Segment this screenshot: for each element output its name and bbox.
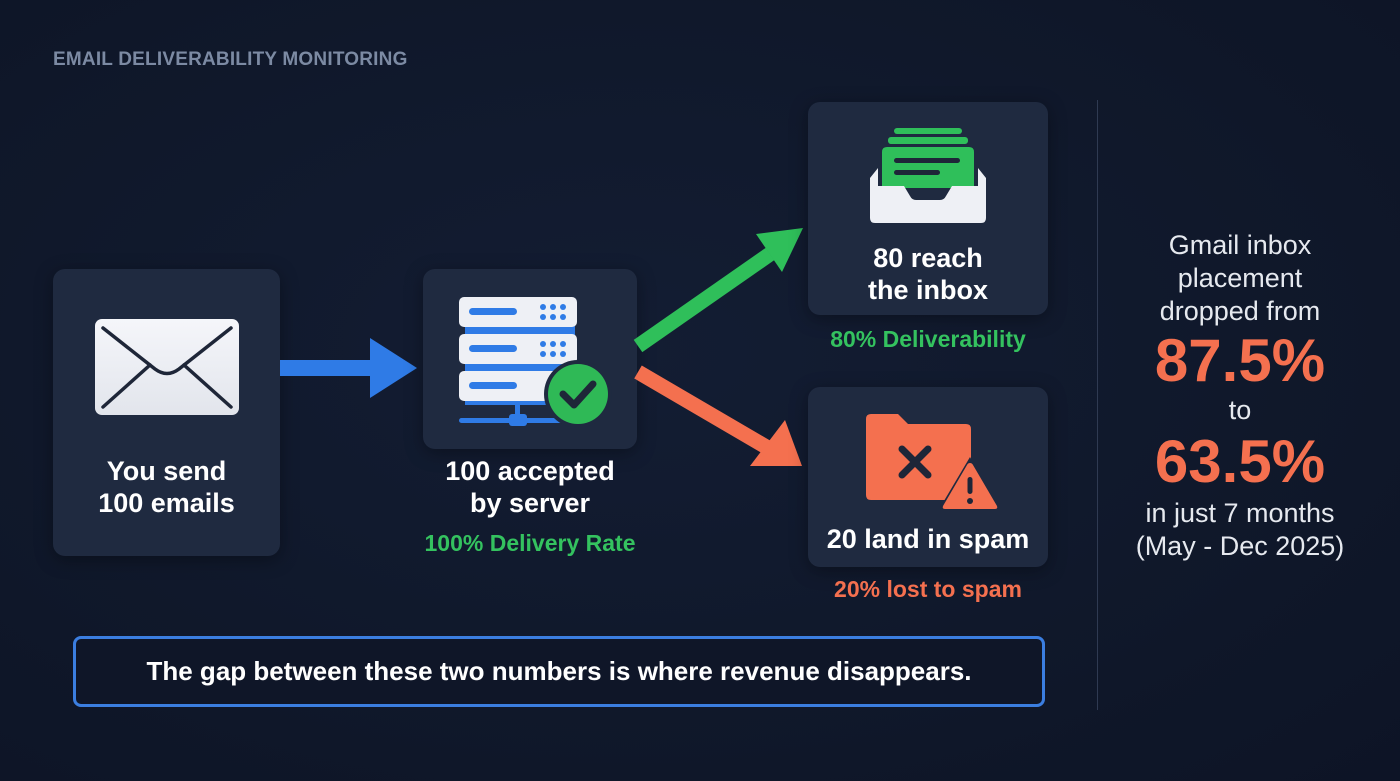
send-card: You send 100 emails [53, 269, 280, 556]
arrow-up-right-icon [633, 228, 803, 353]
arrow-down-right-icon [634, 365, 802, 466]
server-check-icon [459, 297, 612, 428]
stat-from-value: 87.5% [1154, 327, 1326, 394]
server-card [423, 269, 637, 449]
stat-line-2: placement [1177, 263, 1303, 293]
spam-title: 20 land in spam [826, 524, 1030, 554]
envelope-icon [95, 319, 239, 415]
inbox-title: 80 reach the inbox [868, 243, 988, 305]
stat-to-value: 63.5% [1154, 428, 1326, 495]
stat-line-4: in just 7 months [1145, 498, 1335, 528]
server-title: 100 accepted by server [445, 456, 615, 518]
vertical-divider [1097, 100, 1098, 710]
inbox-card: 80 reach the inbox [808, 102, 1048, 315]
inbox-tray-icon [870, 128, 986, 223]
send-title: You send 100 emails [98, 456, 235, 518]
spam-loss-label: 20% lost to spam [834, 576, 1022, 602]
deliverability-label: 80% Deliverability [830, 326, 1026, 352]
spam-folder-warning-icon [866, 414, 1002, 511]
revenue-gap-callout: The gap between these two numbers is whe… [73, 636, 1045, 707]
delivery-rate-label: 100% Delivery Rate [424, 530, 636, 556]
eyebrow-heading: EMAIL DELIVERABILITY MONITORING [53, 49, 408, 70]
stat-line-5: (May - Dec 2025) [1135, 531, 1345, 561]
stat-line-3: dropped from [1159, 296, 1321, 326]
stat-connector: to [1228, 395, 1252, 425]
spam-card: 20 land in spam [808, 387, 1048, 567]
gmail-stat-panel: Gmail inbox placement dropped from 87.5%… [1110, 229, 1370, 563]
stat-line-1: Gmail inbox [1168, 230, 1312, 260]
arrow-right-icon [280, 338, 417, 398]
